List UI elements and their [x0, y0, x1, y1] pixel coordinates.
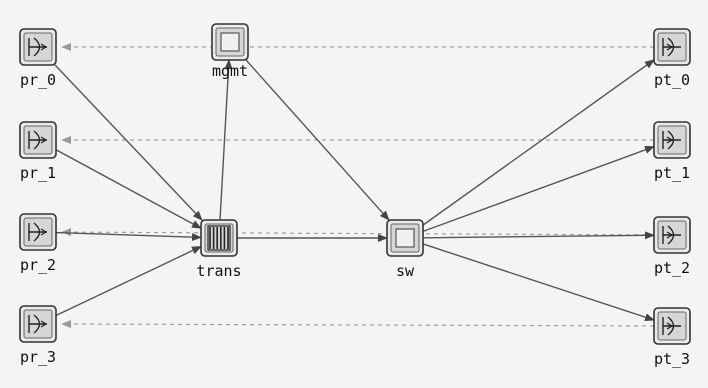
processor-icon	[395, 228, 415, 248]
statistic-wire-pt_2-pr_2[interactable]	[61, 228, 655, 237]
node-label-pt_3: pt_3	[654, 350, 690, 368]
node-pt_3[interactable]	[653, 307, 691, 345]
packet-stream-sw-pt_3[interactable]	[422, 243, 655, 322]
node-label-pr_1: pr_1	[20, 164, 56, 182]
receiver-icon	[28, 37, 48, 57]
transmitter-icon	[662, 316, 681, 336]
processor-icon	[220, 32, 240, 52]
packet-stream-pr_1-trans[interactable]	[55, 149, 202, 229]
node-trans[interactable]	[200, 219, 238, 257]
packet-stream-pr_0-trans[interactable]	[54, 64, 203, 221]
receiver-icon	[28, 314, 48, 334]
node-label-pt_1: pt_1	[654, 164, 690, 182]
packet-stream-sw-pt_0[interactable]	[422, 59, 655, 226]
packet-stream-sw-pt_1[interactable]	[422, 145, 655, 233]
queue-icon	[207, 225, 231, 251]
packet-stream-mgmt-sw[interactable]	[245, 59, 390, 221]
transmitter-icon	[662, 130, 681, 150]
statistic-wire-pt_3-pr_3[interactable]	[61, 320, 655, 329]
receiver-icon	[28, 130, 48, 150]
node-mgmt[interactable]	[211, 23, 249, 61]
node-pr_0[interactable]	[19, 28, 57, 66]
packet-stream-pr_2-trans[interactable]	[55, 231, 202, 242]
node-label-pr_3: pr_3	[20, 348, 56, 366]
node-label-pt_0: pt_0	[654, 71, 690, 89]
receiver-icon	[28, 222, 48, 242]
node-label-sw: sw	[396, 262, 415, 280]
node-pt_1[interactable]	[653, 121, 691, 159]
node-inner	[204, 223, 234, 253]
node-label-trans: trans	[196, 262, 241, 280]
node-pt_0[interactable]	[653, 28, 691, 66]
transmitter-icon	[662, 37, 681, 57]
node-label-mgmt: mgmt	[212, 62, 248, 80]
node-label-pr_0: pr_0	[20, 71, 56, 89]
packet-stream-trans-mgmt[interactable]	[219, 59, 233, 221]
node-label-pr_2: pr_2	[20, 256, 56, 274]
packet-stream-sw-pt_2[interactable]	[422, 231, 655, 240]
packet-stream-pr_3-trans[interactable]	[55, 245, 202, 317]
node-pr_2[interactable]	[19, 213, 57, 251]
node-sw[interactable]	[386, 219, 424, 257]
transmitter-icon	[662, 225, 681, 245]
node-label-pt_2: pt_2	[654, 259, 690, 277]
node-pr_3[interactable]	[19, 305, 57, 343]
node-pt_2[interactable]	[653, 216, 691, 254]
node-pr_1[interactable]	[19, 121, 57, 159]
